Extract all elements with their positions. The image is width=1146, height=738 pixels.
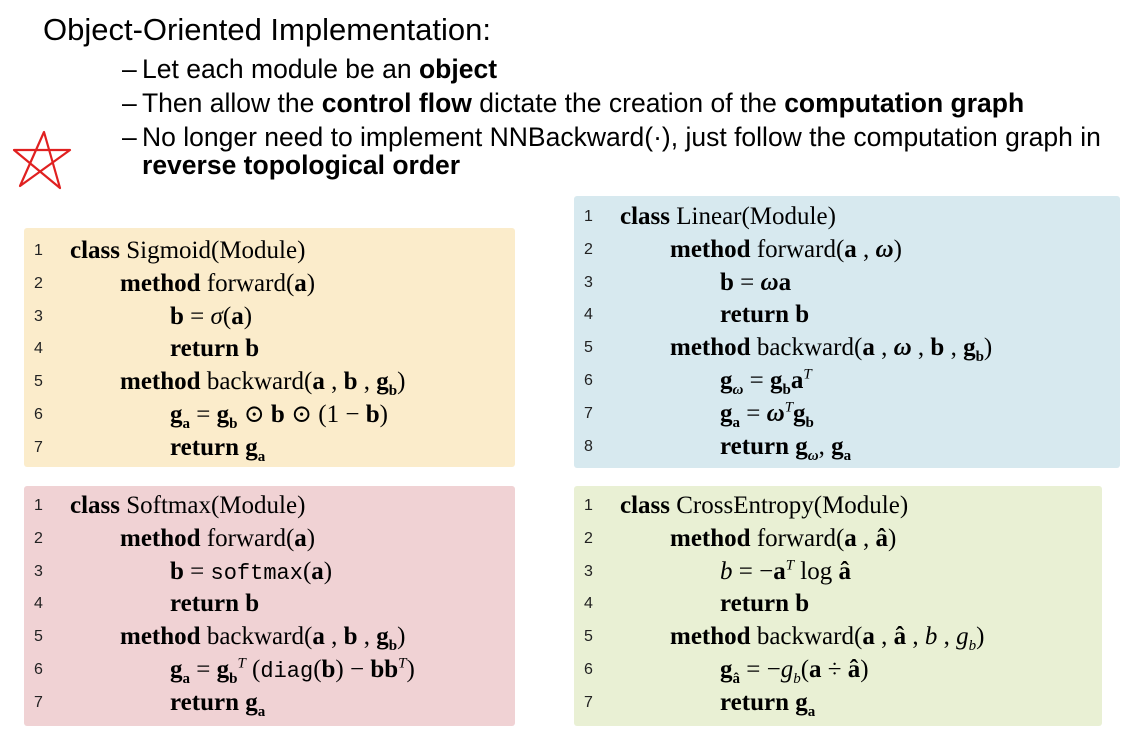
bullet-item: – No longer need to implement NNBackward… (122, 122, 1101, 180)
line-number: 2 (584, 529, 593, 547)
line-number: 8 (584, 437, 593, 455)
line-number: 7 (34, 438, 43, 456)
line-number: 4 (584, 595, 593, 613)
line-number: 2 (34, 274, 43, 292)
line-number: 2 (34, 529, 43, 547)
emphasis: computation graph (784, 88, 1025, 118)
bullet-item: – Let each module be an object (122, 54, 498, 84)
bullet-dash: – (122, 54, 137, 84)
line-number: 3 (584, 562, 593, 580)
line-number: 5 (584, 628, 593, 646)
line-number: 5 (34, 373, 43, 391)
line-number: 5 (584, 339, 593, 357)
line-number: 7 (584, 693, 593, 711)
line-number: 1 (584, 497, 593, 514)
slide-title: Object-Oriented Implementation: (43, 12, 491, 47)
line-number: 3 (34, 307, 43, 325)
emphasis: object (418, 54, 498, 84)
line-number: 6 (584, 371, 593, 389)
line-number: 7 (34, 693, 43, 711)
emphasis: control flow (321, 88, 472, 118)
bullet-dash: – (122, 88, 137, 118)
line-number: 4 (34, 595, 43, 613)
emphasis: reverse topological order (142, 150, 461, 180)
bullet-list: – Let each module be an object – Then al… (122, 55, 1132, 185)
line-number: 4 (584, 306, 593, 324)
line-number: 4 (34, 340, 43, 358)
line-number: 6 (584, 660, 593, 678)
line-number: 2 (584, 240, 593, 258)
line-number: 6 (34, 660, 43, 678)
line-number: 3 (584, 273, 593, 291)
line-number: 1 (34, 497, 43, 514)
line-number: 1 (34, 242, 43, 259)
line-number: 7 (584, 404, 593, 422)
bullet-item: – Then allow the control flow dictate th… (122, 88, 1025, 118)
line-number: 1 (584, 208, 593, 225)
line-number: 5 (34, 628, 43, 646)
line-number: 3 (34, 562, 43, 580)
bullet-dash: – (122, 122, 137, 152)
line-number: 6 (34, 405, 43, 423)
star-icon (12, 130, 72, 190)
